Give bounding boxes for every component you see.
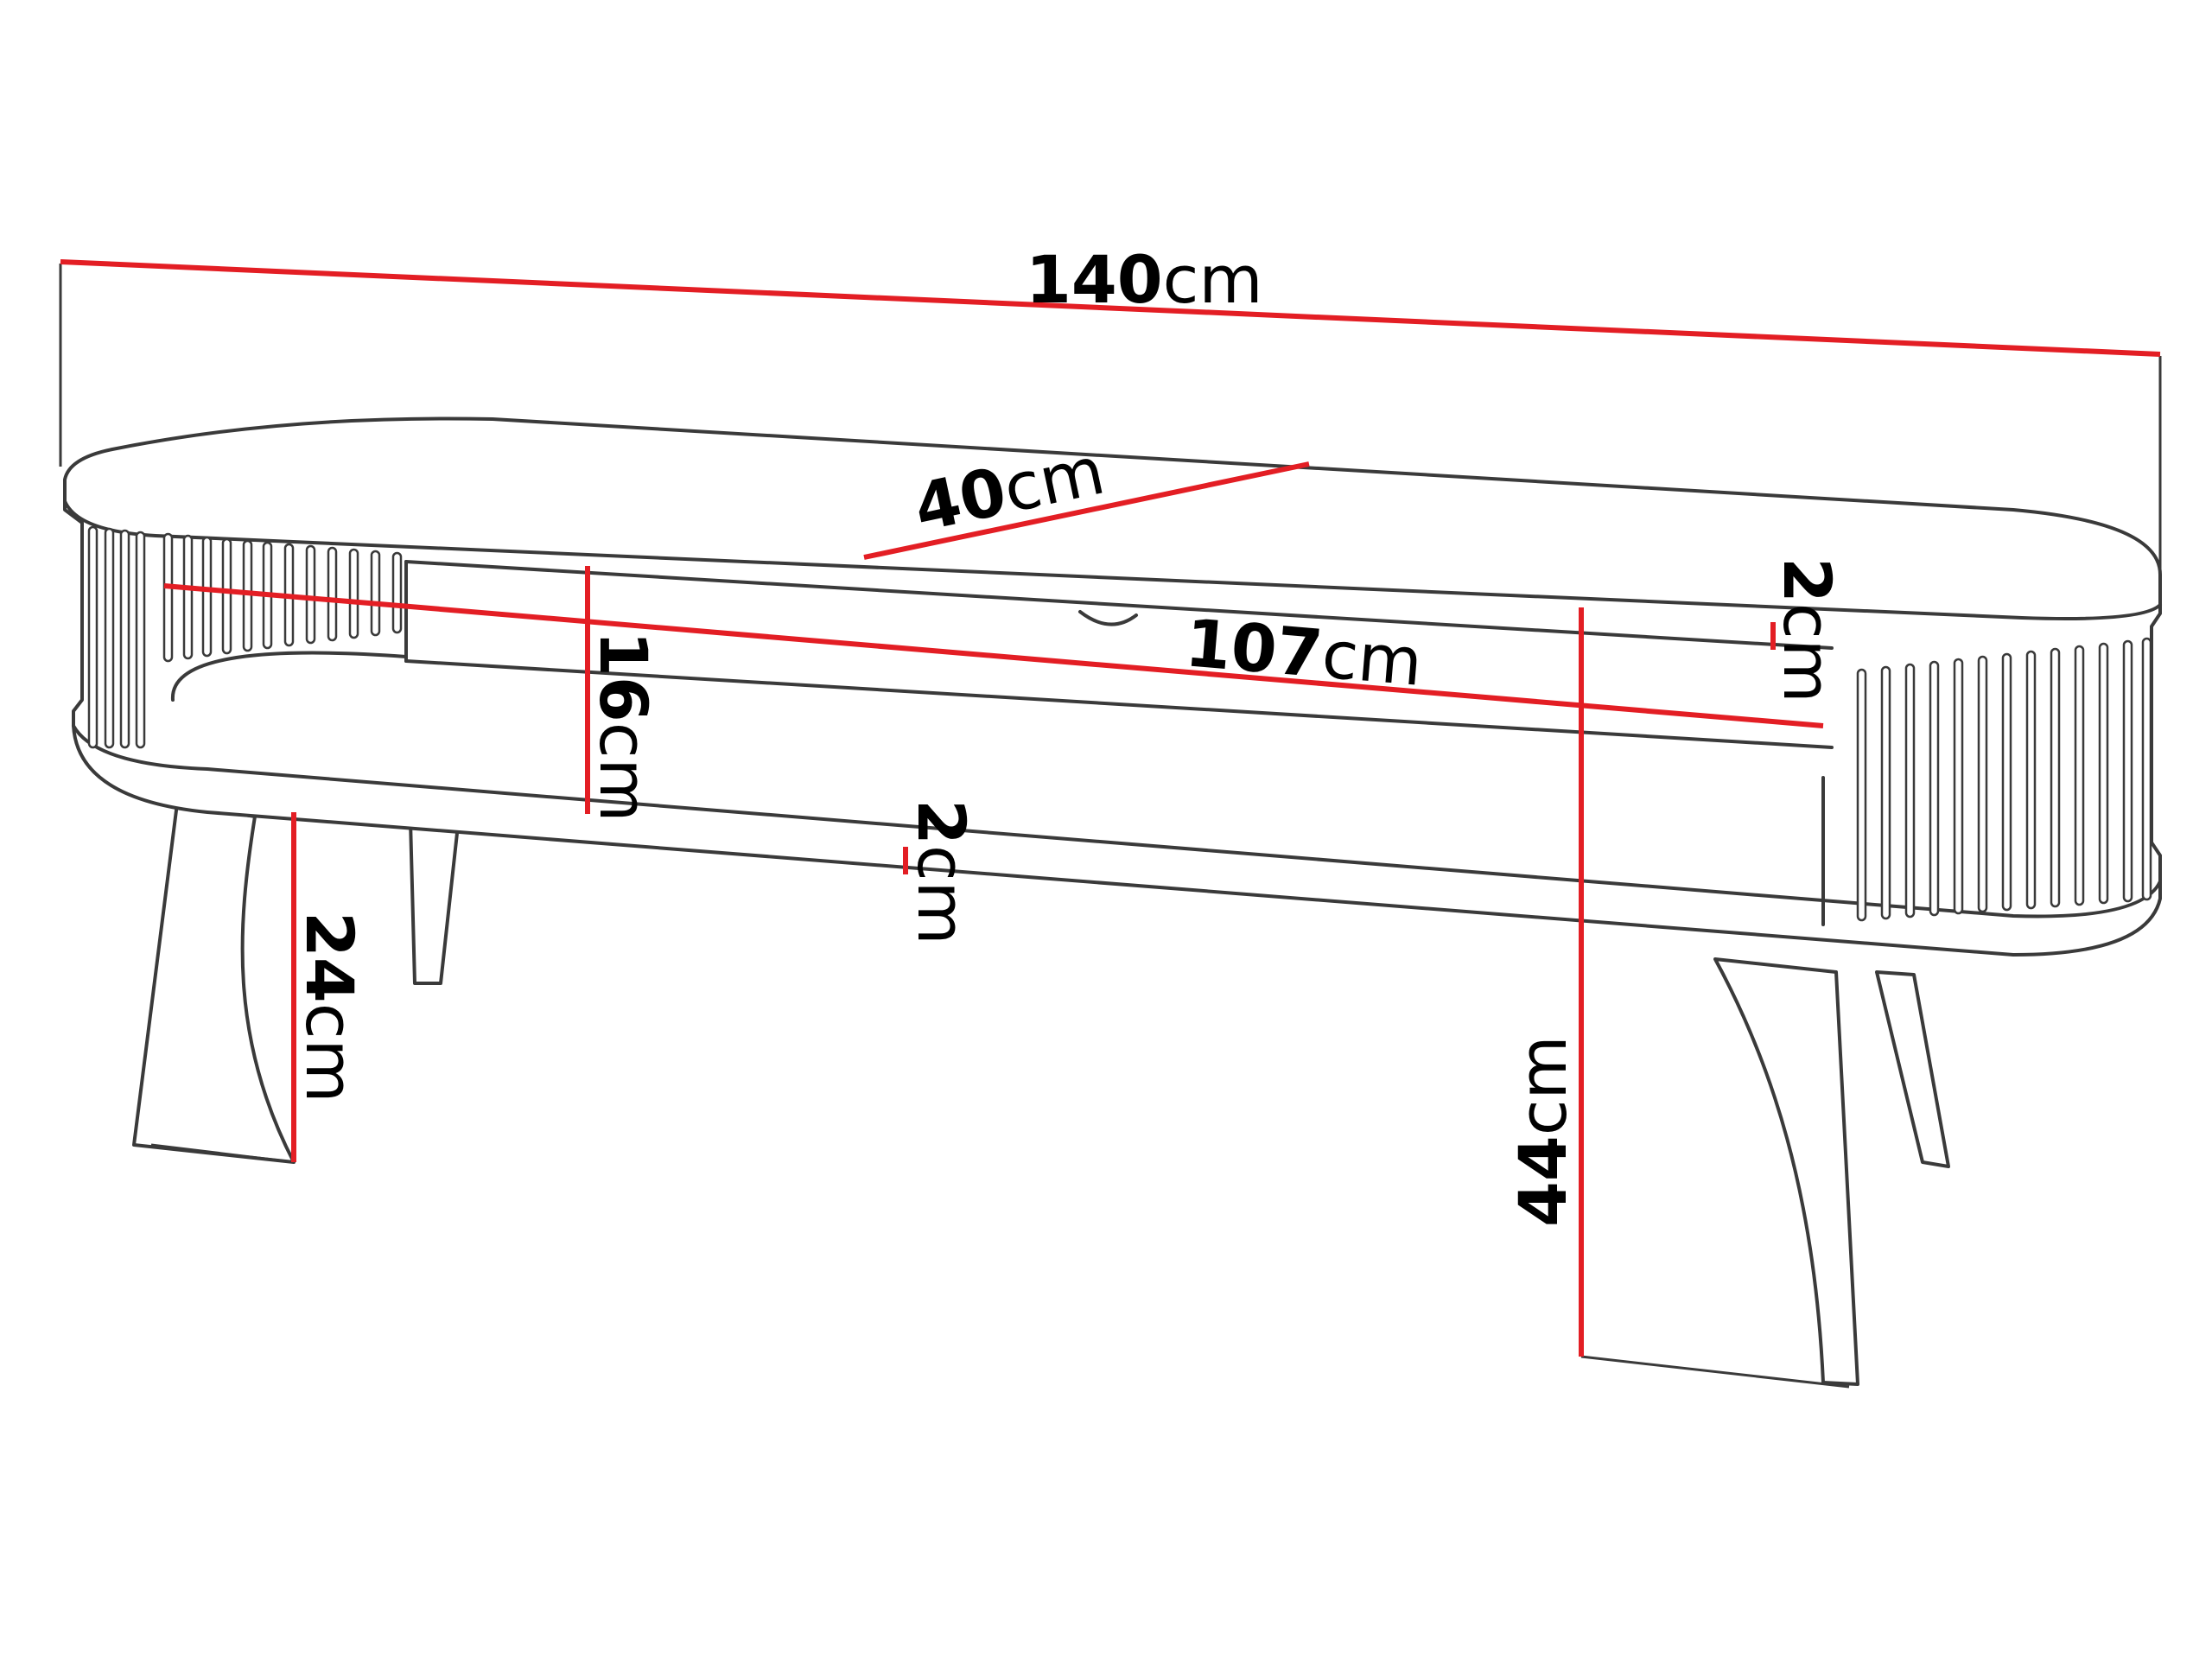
tv-stand-body [63,416,2162,957]
dimension-labels: 140cm 40cm 107cm 16cm 2cm 2cm 24cm 44cm [291,241,1846,1227]
leg-back-right [1875,970,1950,1168]
slat-right-6 [2001,652,2012,912]
slat-right-12 [2141,637,2152,901]
slat-right-3 [1929,660,1940,917]
legs [132,802,1950,1386]
slat-left-6 [201,536,213,658]
slat-right-4 [1953,658,1964,915]
label-shelf-thickness: 2cm [903,799,980,945]
slat-left-8 [242,539,253,652]
label-total-height: 44cm [1504,1035,1581,1227]
slats-right [1856,637,2152,922]
label-total-width: 140cm [1026,241,1262,318]
back-panel-floor [170,651,408,702]
slat-left-2 [119,529,130,749]
leg-back-left [409,819,460,985]
slat-left-1 [104,527,115,749]
slat-right-11 [2122,639,2133,903]
slat-right-1 [1880,665,1891,920]
slat-left-13 [348,548,359,639]
slat-right-5 [1977,655,1988,913]
shelf-edge [72,724,2162,918]
top-surface-edge [63,499,2162,620]
slat-left-14 [370,550,381,637]
slat-left-0 [87,525,99,749]
back-panel-bottom [404,659,1834,749]
slat-right-7 [2025,650,2037,910]
slat-left-7 [221,537,232,655]
slat-left-3 [135,531,146,749]
dim-line-inner-width [163,583,1824,728]
slat-left-15 [391,551,403,634]
dim-line-total-width [60,259,2161,357]
label-top-thickness: 2cm [1769,557,1846,703]
extension-lines [59,264,2162,1389]
slat-left-11 [305,544,316,645]
dim-line-depth [863,461,1310,560]
back-panel-top [404,560,1834,650]
cable-hole [1078,610,1138,626]
slat-left-12 [327,546,338,642]
leg-front-right [1713,957,1859,1386]
slats-left [87,525,403,749]
ext-leg-base-left [150,1143,295,1164]
slat-right-0 [1856,668,1867,922]
label-leg-height: 24cm [291,912,368,1103]
label-inner-width: 107cm [1182,604,1425,701]
slat-right-8 [2050,647,2061,908]
ext-leg-base-right [1580,1355,1850,1389]
slat-left-4 [162,532,174,663]
label-shelf-height: 16cm [585,631,662,823]
slat-right-2 [1904,663,1916,918]
dimension-lines [60,259,2161,1357]
slat-right-9 [2074,645,2085,906]
slat-left-5 [182,534,194,660]
leg-front-left [132,802,296,1164]
slat-right-10 [2098,642,2109,905]
